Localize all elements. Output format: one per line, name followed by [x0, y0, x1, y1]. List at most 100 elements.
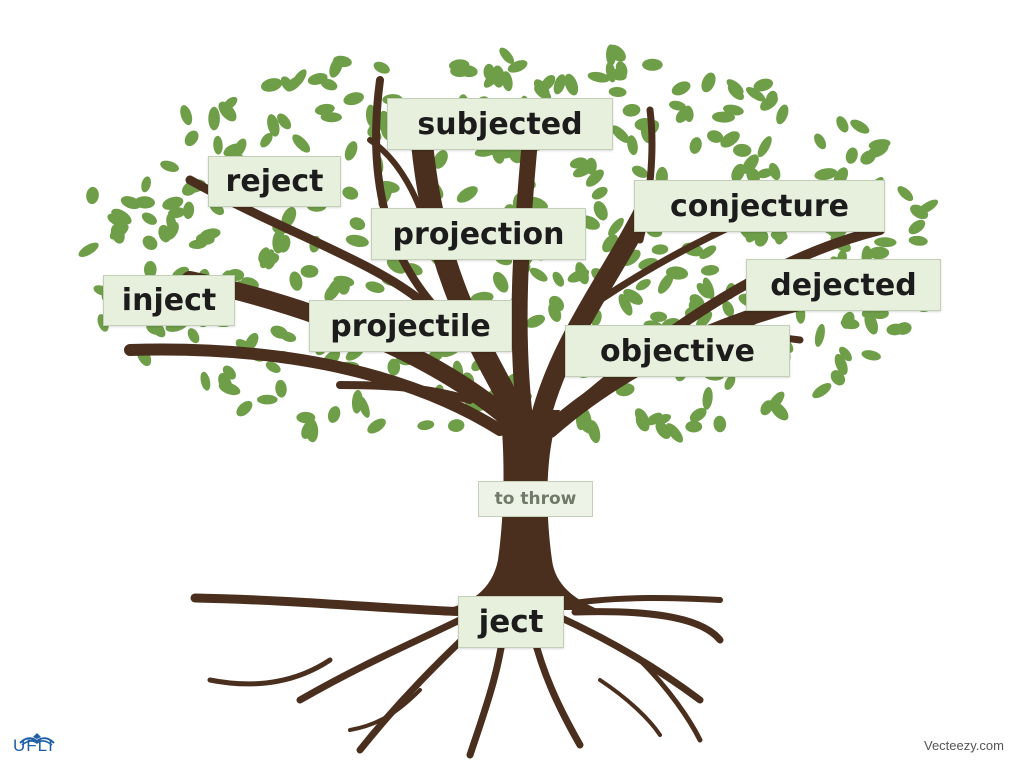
leaf	[753, 78, 774, 92]
leaf	[110, 224, 125, 244]
word-card-dejected: dejected	[746, 259, 941, 311]
leaf	[908, 235, 928, 246]
leaf	[757, 136, 772, 158]
leaf	[608, 217, 624, 237]
leaf	[373, 61, 390, 74]
leaf	[343, 92, 364, 106]
leaf	[850, 119, 870, 134]
leaf	[657, 273, 674, 294]
leaf	[300, 265, 319, 278]
leaf	[886, 323, 905, 336]
leaf	[608, 44, 626, 62]
leaf	[642, 58, 663, 71]
leaf	[683, 105, 694, 122]
leaf	[223, 96, 238, 110]
leaf	[722, 300, 735, 317]
leaf	[552, 271, 565, 287]
leaf	[342, 186, 359, 200]
leaf	[611, 125, 630, 144]
leaf	[707, 130, 724, 143]
leaf	[183, 201, 195, 219]
leaf	[836, 116, 849, 133]
leaf	[314, 103, 335, 116]
leaf	[908, 219, 926, 235]
leaf	[702, 277, 715, 300]
leaf	[387, 358, 401, 376]
leaf	[301, 419, 316, 439]
leaf	[329, 56, 343, 78]
leaf	[449, 59, 470, 72]
leaf	[162, 196, 184, 210]
leaf	[713, 415, 727, 433]
leaf	[593, 201, 608, 221]
leaf	[569, 157, 588, 169]
leaf	[525, 314, 546, 328]
root-word-card: ject	[458, 596, 564, 648]
leaf	[585, 169, 604, 187]
leaf	[618, 293, 633, 316]
leaf	[731, 163, 746, 182]
leaf	[587, 71, 610, 83]
leaf	[236, 400, 253, 417]
leaf	[307, 73, 328, 85]
leaf	[700, 265, 720, 276]
leaf	[754, 230, 769, 247]
leaf	[745, 87, 766, 102]
leaf	[702, 387, 713, 410]
leaf	[280, 331, 297, 343]
leaf	[564, 73, 579, 96]
leaf	[533, 79, 550, 98]
leaf	[285, 75, 303, 92]
leaf	[814, 168, 838, 181]
leaf	[499, 47, 515, 65]
leaf	[622, 103, 641, 117]
leaf	[188, 239, 207, 250]
leaf	[689, 137, 702, 154]
leaf	[897, 186, 914, 202]
root-meaning-label: to throw	[478, 481, 593, 517]
word-card-conjecture: conjecture	[634, 180, 885, 232]
leaf	[591, 186, 608, 200]
leaf	[365, 281, 385, 293]
leaf	[623, 288, 643, 305]
leaf	[111, 208, 132, 225]
leaf	[261, 78, 283, 92]
leaf	[344, 141, 358, 161]
ufli-logo-text: UFLI	[13, 736, 54, 755]
leaf	[695, 311, 713, 329]
leaf	[770, 401, 789, 421]
word-card-subjected: subjected	[387, 98, 613, 150]
leaf	[259, 252, 280, 267]
leaf	[812, 383, 832, 399]
leaf	[200, 228, 221, 240]
word-card-reject: reject	[208, 156, 341, 207]
leaf	[712, 111, 735, 123]
leaf	[830, 370, 846, 386]
leaf	[699, 245, 717, 259]
leaf	[669, 100, 686, 111]
leaf	[671, 81, 691, 96]
leaf	[770, 230, 788, 242]
leaf	[548, 302, 562, 322]
leaf	[742, 154, 759, 174]
leaf	[141, 176, 151, 193]
leaf	[208, 106, 220, 131]
leaf	[860, 150, 876, 165]
leaf	[277, 113, 292, 130]
leaf	[345, 234, 369, 248]
leaf	[160, 160, 179, 173]
leaf	[143, 261, 157, 279]
leaf	[646, 412, 663, 426]
leaf	[78, 242, 99, 257]
word-card-projectile: projectile	[309, 300, 512, 352]
leaf	[841, 311, 855, 329]
leaf	[631, 165, 648, 178]
leaf	[351, 389, 363, 414]
leaf	[814, 323, 825, 347]
leaf	[529, 267, 548, 282]
leaf	[218, 382, 241, 396]
leaf	[141, 212, 157, 225]
leaf	[917, 199, 939, 215]
leaf	[257, 394, 278, 405]
